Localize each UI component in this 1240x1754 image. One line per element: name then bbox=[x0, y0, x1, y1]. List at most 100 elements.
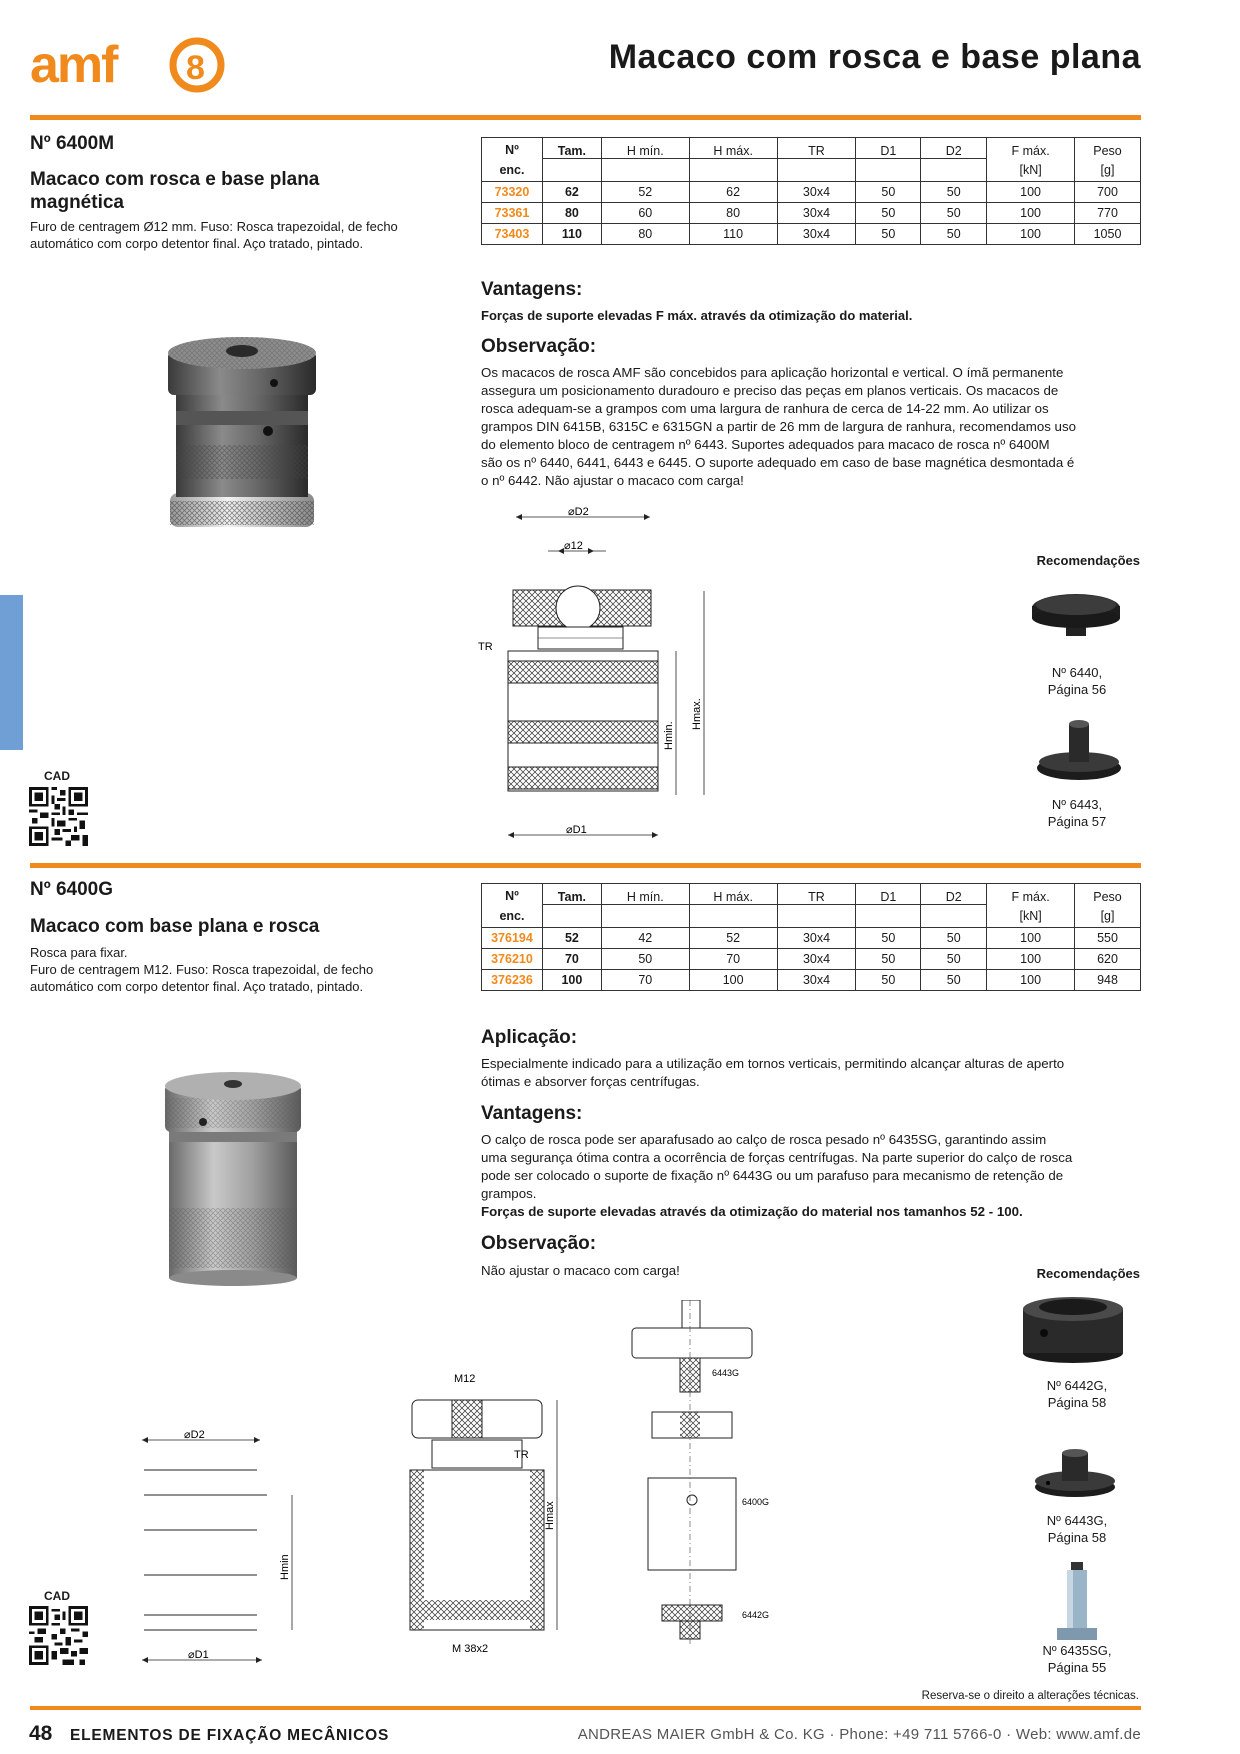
order-number-link[interactable]: 376236 bbox=[481, 969, 543, 991]
rec-6440-caption: Nº 6440,Página 56 bbox=[1047, 665, 1107, 697]
text-line: são os nº 6440, 6441, 6443 e 6445. O sup… bbox=[481, 455, 1075, 470]
table-cell: 50 bbox=[920, 181, 988, 203]
table-cell: 50 bbox=[920, 927, 988, 949]
label-d1: ⌀D1 bbox=[566, 824, 587, 836]
rec-6440-image bbox=[1026, 588, 1126, 638]
table-cell: 52 bbox=[688, 927, 778, 949]
table-cell: 30x4 bbox=[776, 948, 857, 970]
footer-rule bbox=[30, 1706, 1141, 1710]
order-number-link[interactable]: 376210 bbox=[481, 948, 543, 970]
text-line: pode ser colocado o suporte de fixação n… bbox=[481, 1168, 1064, 1183]
col-size: Tam. bbox=[541, 883, 602, 905]
section2-cad-label: CAD bbox=[44, 1589, 70, 1603]
table-cell: 50 bbox=[855, 948, 922, 970]
table-cell: 60 bbox=[600, 202, 690, 224]
label-m12: M12 bbox=[454, 1373, 475, 1385]
table-cell: 110 bbox=[688, 223, 778, 245]
section2-vantagens-text: O calço de rosca pode ser aparafusado ao… bbox=[481, 1131, 1141, 1221]
table-cell: 50 bbox=[920, 202, 988, 224]
section1-desc-line1: Furo de centragem Ø12 mm. Fuso: Rosca tr… bbox=[30, 219, 398, 234]
amf-logo: amf 8 bbox=[30, 35, 225, 95]
table-unit-row: [kN] [g] bbox=[482, 158, 1141, 182]
section2-cad-qr-code[interactable] bbox=[29, 1606, 88, 1665]
table-cell: 948 bbox=[1074, 969, 1141, 991]
table-cell: 50 bbox=[855, 181, 922, 203]
table-cell: 50 bbox=[920, 948, 988, 970]
footer-category: ELEMENTOS DE FIXAÇÃO MECÂNICOS bbox=[70, 1727, 390, 1744]
label-d1: ⌀D1 bbox=[188, 1649, 209, 1661]
unit-weight: [g] bbox=[1074, 158, 1141, 182]
section2-number: Nº 6400G bbox=[30, 879, 113, 900]
reserve-rights-note: Reserva-se o direito a alterações técnic… bbox=[921, 1690, 1139, 1702]
rec-6443g-caption: Nº 6443G,Página 58 bbox=[1046, 1513, 1108, 1545]
section2-aplicacao-heading: Aplicação: bbox=[481, 1027, 578, 1048]
label-hmin: Hmin. bbox=[663, 721, 675, 750]
page-number: 48 bbox=[29, 1722, 53, 1745]
text-line: rosca adequam-se a grampos com uma largu… bbox=[481, 401, 1049, 416]
table-cell: 70 bbox=[688, 948, 778, 970]
text-line: grampos. bbox=[481, 1186, 537, 1201]
table-cell: 50 bbox=[855, 969, 922, 991]
label-hmax: Hmax bbox=[544, 1501, 556, 1530]
page-title: Macaco com rosca e base plana bbox=[608, 38, 1141, 76]
table-cell: 52 bbox=[541, 927, 602, 949]
section1-number: Nº 6400M bbox=[30, 133, 115, 154]
label-d2: ⌀D2 bbox=[568, 506, 589, 518]
section2-desc-line2: Furo de centragem M12. Fuso: Rosca trape… bbox=[30, 962, 374, 977]
section2-rec-title: Recomendações bbox=[1036, 1266, 1140, 1281]
rec-6443-caption: Nº 6443,Página 57 bbox=[1047, 797, 1107, 829]
unit-fmax: [kN] bbox=[986, 904, 1076, 928]
table-cell: 62 bbox=[541, 181, 602, 203]
table-cell: 70 bbox=[541, 948, 602, 970]
section2-desc-line1: Rosca para fixar. bbox=[30, 945, 128, 960]
table-cell: 50 bbox=[855, 927, 922, 949]
order-number-link[interactable]: 73320 bbox=[481, 181, 543, 203]
table-cell: 100 bbox=[986, 948, 1076, 970]
section2-subtitle: Macaco com base plana e rosca bbox=[30, 916, 320, 937]
table-cell: 50 bbox=[920, 969, 988, 991]
table-cell: 70 bbox=[600, 969, 690, 991]
table-unit-row: [kN] [g] bbox=[482, 904, 1141, 928]
svg-text:amf: amf bbox=[30, 36, 119, 94]
section1-desc-line2: automático com corpo detentor final. Aço… bbox=[30, 236, 364, 251]
table-cell: 80 bbox=[688, 202, 778, 224]
label-d2: ⌀D2 bbox=[184, 1429, 205, 1441]
table-cell: 100 bbox=[986, 927, 1076, 949]
unit-weight: [g] bbox=[1074, 904, 1141, 928]
text-line: O calço de rosca pode ser aparafusado ao… bbox=[481, 1132, 1047, 1147]
rec-6442g-image bbox=[1018, 1287, 1128, 1367]
table-cell: 80 bbox=[600, 223, 690, 245]
col-hmax: H máx. bbox=[688, 883, 778, 905]
table-cell: 50 bbox=[855, 202, 922, 224]
col-size: Tam. bbox=[541, 137, 602, 159]
section1-rec-title: Recomendações bbox=[1036, 553, 1140, 568]
table-cell: 30x4 bbox=[776, 202, 857, 224]
text-line: Especialmente indicado para a utilização… bbox=[481, 1056, 1065, 1071]
order-number-link[interactable]: 73361 bbox=[481, 202, 543, 224]
table-cell: 100 bbox=[986, 223, 1076, 245]
order-number-link[interactable]: 376194 bbox=[481, 927, 543, 949]
col-hmin: H mín. bbox=[600, 883, 690, 905]
label-6400g: 6400G bbox=[742, 1497, 769, 1507]
table-cell: 50 bbox=[600, 948, 690, 970]
section1-observacao-text: Os macacos de rosca AMF são concebidos p… bbox=[481, 364, 1141, 490]
label-6443g: 6443G bbox=[712, 1368, 739, 1378]
section1-subtitle: Macaco com rosca e base plana magnética bbox=[30, 168, 319, 214]
table-cell: 62 bbox=[688, 181, 778, 203]
section1-subtitle-line2: magnética bbox=[30, 192, 124, 213]
table-cell: 50 bbox=[855, 223, 922, 245]
table-cell: 100 bbox=[688, 969, 778, 991]
rec-6443-image bbox=[1034, 718, 1124, 788]
col-hmin: H mín. bbox=[600, 137, 690, 159]
table-cell: 100 bbox=[986, 181, 1076, 203]
text-line: grampos DIN 6415B, 6315C e 6315GN a part… bbox=[481, 419, 1076, 434]
section1-cad-qr-code[interactable] bbox=[29, 787, 88, 846]
section2-description: Rosca para fixar. Furo de centragem M12.… bbox=[30, 944, 373, 995]
order-number-link[interactable]: 73403 bbox=[481, 223, 543, 245]
